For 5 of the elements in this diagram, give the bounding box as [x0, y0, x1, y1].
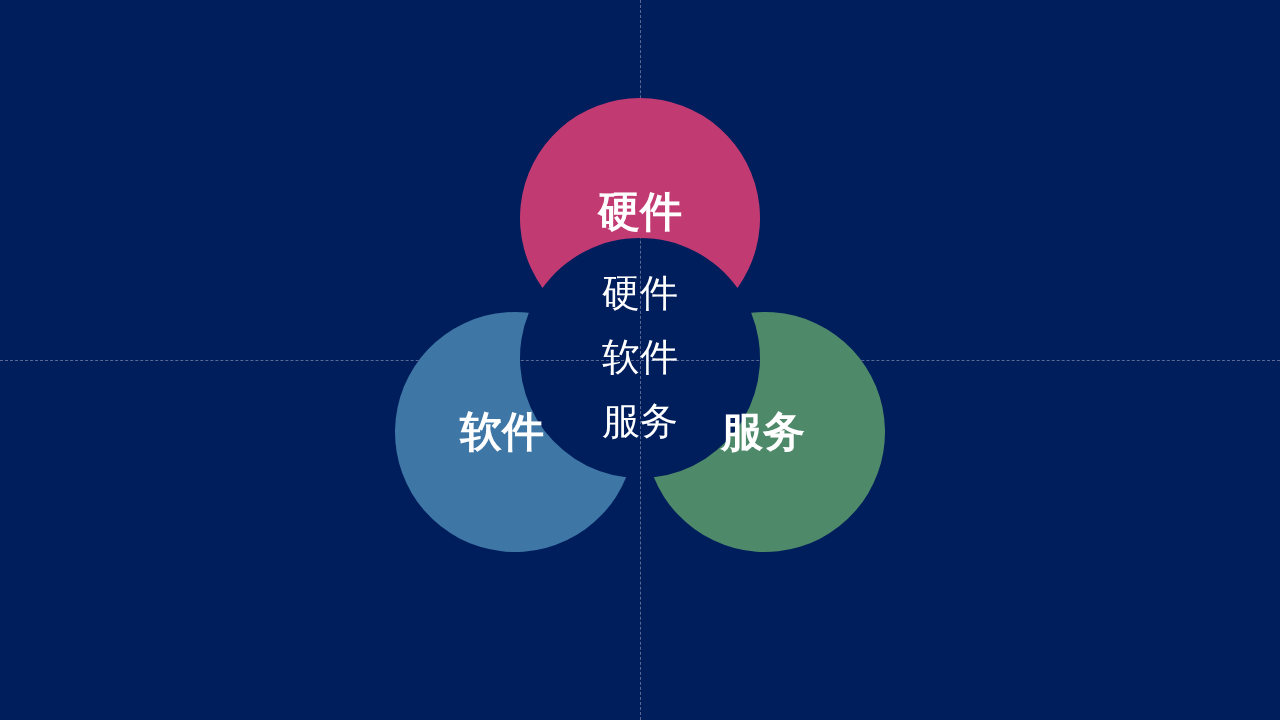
- circle-label: 服务: [602, 400, 678, 443]
- circle-title: 硬件: [598, 188, 682, 236]
- circle-label: 硬件: [602, 273, 678, 316]
- circle-label: 软件: [602, 337, 678, 379]
- circle-title: 软件: [460, 408, 544, 456]
